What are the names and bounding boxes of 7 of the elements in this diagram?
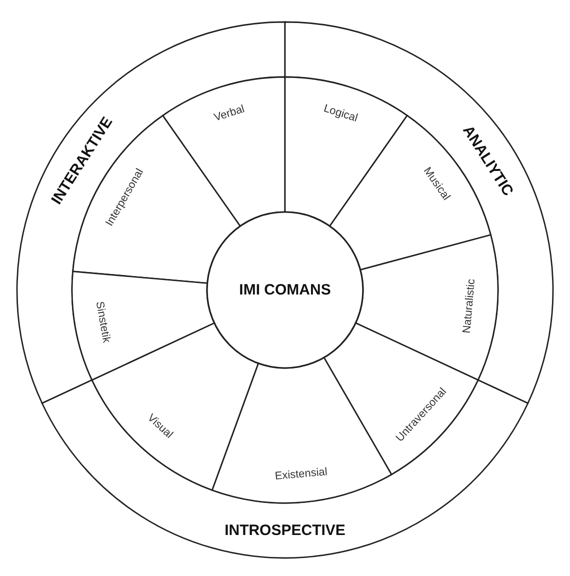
sector-label: Existensial [274,466,328,483]
center-title: IMI COMANS [239,282,331,298]
sector-label: Logical [322,102,360,125]
sector-label: Naturalistic [460,278,478,334]
sector-label: Sinstetik [93,300,112,344]
sector-label: Verbal [212,103,246,124]
category-label: INTROSPECTIVE [224,522,346,539]
